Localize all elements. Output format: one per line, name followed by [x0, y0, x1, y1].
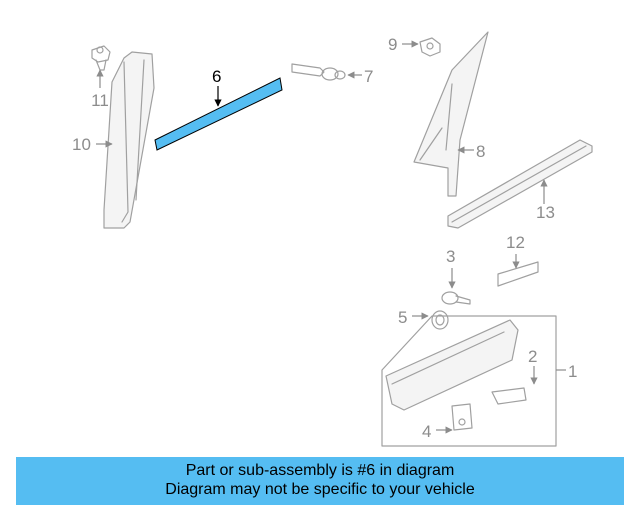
banner-line-1: Part or sub-assembly is #6 in diagram [185, 462, 455, 479]
part-8-glass-channel [413, 31, 489, 197]
callout-10: 10 [72, 135, 91, 154]
part-13-belt-molding [447, 139, 593, 229]
callout-8: 8 [476, 142, 485, 161]
callout-3: 3 [446, 247, 455, 266]
part-6-molding [154, 77, 283, 151]
part-9-clip [419, 37, 441, 57]
part-7-rivet [291, 63, 346, 81]
part-1-assembly-box [381, 315, 557, 447]
callout-11: 11 [91, 91, 109, 110]
part-11-clip [91, 45, 111, 71]
part-10-pillar-trim [103, 51, 155, 229]
banner-line-2: Diagram may not be specific to your vehi… [165, 481, 475, 498]
callout-6: 6 [212, 67, 221, 86]
info-banner: Part or sub-assembly is #6 in diagram Di… [16, 457, 624, 505]
callout-9: 9 [388, 35, 397, 54]
callout-12: 12 [506, 233, 525, 252]
callout-5: 5 [398, 308, 407, 327]
part-3-screw [441, 291, 471, 305]
callout-1: 1 [568, 362, 577, 381]
callout-4: 4 [422, 422, 431, 441]
callout-7: 7 [364, 67, 373, 86]
part-5-grommet [431, 310, 449, 330]
callout-13: 13 [536, 203, 555, 222]
part-12-tape [497, 261, 539, 287]
callout-2: 2 [528, 347, 537, 366]
